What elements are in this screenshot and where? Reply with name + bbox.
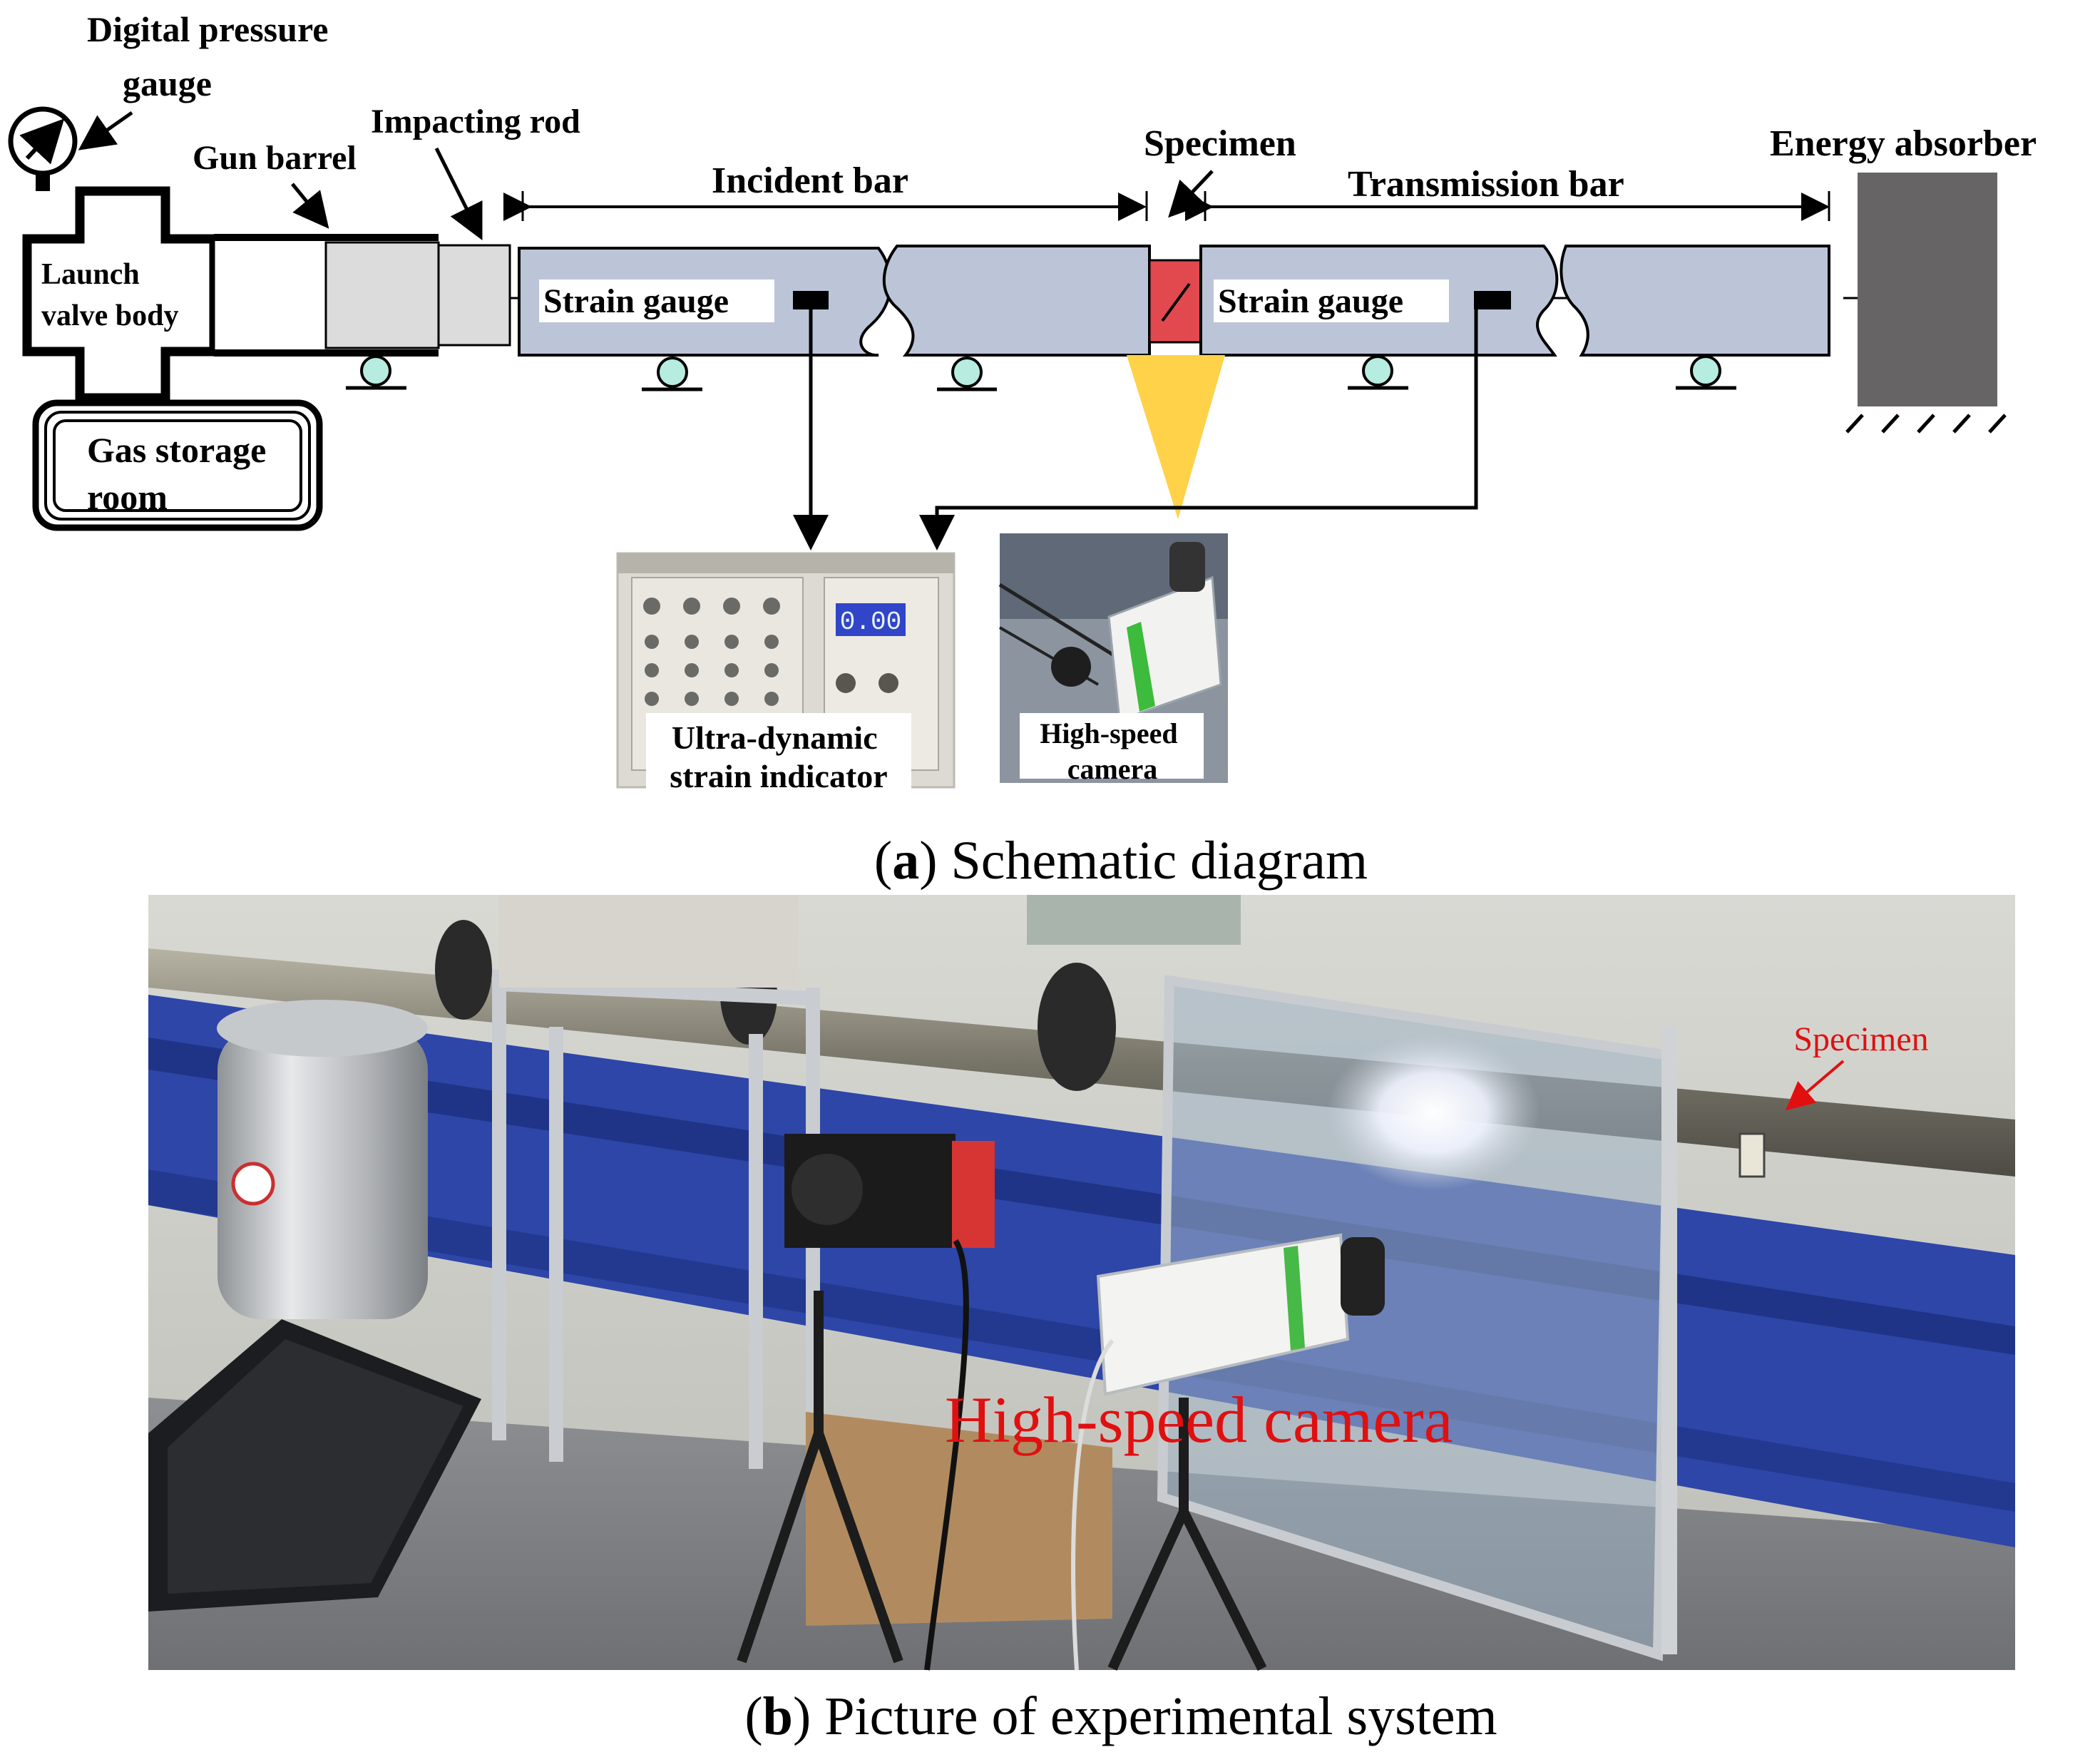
cardboard-box	[806, 1412, 1112, 1626]
launch-valve-label-line2: valve body	[41, 299, 179, 332]
caption-a-text: Schematic diagram	[951, 831, 1368, 891]
launch-valve-label-line1: Launch	[41, 258, 140, 291]
support-3	[937, 357, 997, 391]
support-4	[1348, 355, 1408, 390]
gun-barrel-arrow	[291, 183, 329, 229]
pressure-gauge-label-line1: Digital pressure	[87, 9, 328, 49]
experimental-system-photo: Specimen High-speed camera	[148, 895, 2015, 1671]
energy-absorber-block	[1858, 173, 1997, 406]
strain-gauge-left-label-bg	[539, 280, 774, 322]
striker	[324, 241, 440, 349]
camera-label-line1: High-speed	[1040, 717, 1177, 749]
launch-valve-body	[22, 186, 219, 403]
strain-gauge-right-label-bg	[1214, 280, 1449, 322]
digital-pressure-gauge	[8, 106, 133, 191]
caption-b: (b) Picture of experimental system	[744, 1686, 1497, 1746]
impacting-rod-label: Impacting rod	[371, 103, 580, 140]
tripods	[737, 1291, 1267, 1671]
launch-valve-label: Launch valve body	[41, 258, 179, 332]
caption-a: (a) Schematic diagram	[874, 831, 1368, 891]
indicator-knobs-icon	[643, 598, 780, 706]
camera-label: High-speed camera	[1040, 717, 1184, 785]
photo-specimen	[1738, 1132, 1766, 1178]
transmission-bar-label: Transmission bar	[1348, 164, 1624, 205]
gas-storage-room	[32, 399, 323, 531]
energy-absorber-label: Energy absorber	[1770, 123, 2037, 164]
support-1	[346, 355, 406, 390]
pressure-gauge-label-line2: gauge	[123, 63, 212, 103]
gauge-needle-icon	[19, 118, 65, 165]
light-source	[1326, 1034, 1540, 1191]
support-5	[1676, 355, 1736, 390]
gauge-pointer-arrow	[78, 111, 133, 150]
strain-gauge-right-sensor	[1474, 291, 1511, 309]
camera-label-line2: camera	[1067, 753, 1158, 785]
right-gauge-signal-wire	[919, 309, 1478, 550]
gas-storage-label-line1: Gas storage	[87, 430, 266, 470]
cryogenic-tank	[217, 1027, 428, 1319]
photo-specimen-label: Specimen	[1793, 1020, 1928, 1058]
strain-gauge-left-sensor	[793, 291, 829, 309]
gauge-stem	[36, 173, 50, 191]
photo-camera-label: High-speed camera	[945, 1383, 1453, 1456]
camera-label-bg	[1020, 713, 1204, 779]
strain-indicator-label-bg	[646, 713, 911, 801]
ground-hatch	[1845, 414, 2007, 434]
strain-indicator-photo: 0.00 Ultra-dynamic strain indicator	[616, 552, 956, 801]
support-2	[642, 357, 702, 391]
impacting-rod	[437, 244, 511, 347]
photo-specimen-arrow	[1785, 1060, 1845, 1111]
incident-bar-label: Incident bar	[712, 160, 908, 201]
caption-b-letter: b	[763, 1686, 793, 1746]
schematic-diagram: Digital pressure gauge Launch valve body…	[8, 9, 2037, 801]
camera-view-cone	[1127, 355, 1225, 519]
strain-indicator-label: Ultra-dynamic strain indicator	[670, 719, 887, 794]
strain-indicator-label-line2: strain indicator	[670, 758, 887, 794]
bar-supports	[346, 355, 1736, 391]
strain-gauge-left-label: Strain gauge	[543, 282, 729, 320]
transmission-bar-segment-2	[1559, 245, 1830, 357]
specimen-arrow	[1168, 170, 1214, 218]
impacting-rod-arrow	[434, 147, 483, 240]
strain-gauge-right-label: Strain gauge	[1218, 282, 1403, 320]
incident-bar-segment-2	[882, 245, 1151, 357]
gun-barrel-label: Gun barrel	[193, 139, 357, 177]
indicator-display-reading: 0.00	[840, 608, 901, 637]
indicator-display	[836, 603, 906, 636]
pressure-gauge-label: Digital pressure gauge	[87, 9, 337, 103]
caption-b-text: Picture of experimental system	[824, 1686, 1497, 1746]
gas-storage-label-line2: room	[87, 477, 168, 517]
strain-indicator-label-line1: Ultra-dynamic	[672, 719, 878, 756]
gas-storage-label: Gas storage room	[87, 430, 275, 517]
caption-a-letter: a	[892, 831, 919, 891]
high-speed-camera-photo: High-speed camera	[998, 533, 1228, 785]
specimen-label: Specimen	[1144, 123, 1296, 164]
